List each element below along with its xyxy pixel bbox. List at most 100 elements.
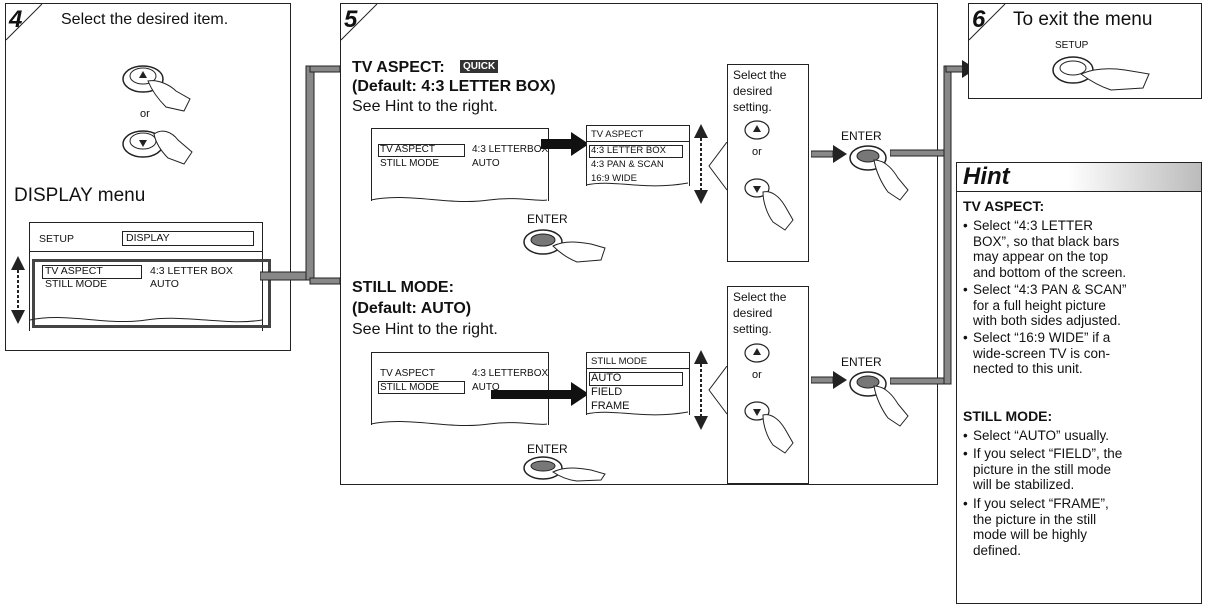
hint-line: Select “4:3 LETTER xyxy=(973,218,1126,234)
display-menu-label: DISPLAY menu xyxy=(14,185,145,207)
hint-still-mode-heading: STILL MODE: xyxy=(963,408,1052,424)
select-text-line: setting. xyxy=(733,100,772,114)
bracket-icon xyxy=(707,142,729,192)
enter-label: ENTER xyxy=(841,355,882,369)
bullet-icon: • xyxy=(963,282,968,298)
menu-row1-name: TV ASPECT xyxy=(380,143,435,156)
tv-aspect-heading: TV ASPECT: xyxy=(352,59,445,77)
menu-row1-name: TV ASPECT xyxy=(380,367,435,380)
hint-bullet-text: If you select “FIELD”, the picture in th… xyxy=(973,446,1122,493)
bullet-icon: • xyxy=(963,446,968,462)
hint-line: picture in the still mode xyxy=(973,462,1122,478)
hint-panel: Hint TV ASPECT: • Select “4:3 LETTER BOX… xyxy=(956,162,1202,604)
enter-label: ENTER xyxy=(841,129,882,143)
options-title: TV ASPECT xyxy=(591,128,643,141)
options-title: STILL MODE xyxy=(591,355,647,368)
hint-line: Select “AUTO” usually. xyxy=(973,428,1109,444)
bullet-icon: • xyxy=(963,218,968,234)
hint-line: will be stabilized. xyxy=(973,477,1122,493)
hint-line: wide-screen TV is con- xyxy=(973,346,1110,362)
hint-line: the picture in the still xyxy=(973,512,1109,528)
hint-line: for a full height picture xyxy=(973,298,1127,314)
hint-line: mode will be highly xyxy=(973,527,1109,543)
hint-line: may appear on the top xyxy=(973,249,1126,265)
up-down-buttons-icon xyxy=(741,116,801,256)
hint-line: BOX”, so that black bars xyxy=(973,234,1126,250)
option-item: 4:3 LETTER BOX xyxy=(591,144,666,157)
hint-line: and bottom of the screen. xyxy=(973,265,1126,281)
bullet-icon: • xyxy=(963,496,968,512)
tv-aspect-default: (Default: 4:3 LETTER BOX) xyxy=(352,78,556,96)
select-text-line: Select the xyxy=(733,290,786,304)
select-text-line: desired xyxy=(733,306,772,320)
or-label: or xyxy=(752,369,762,381)
tv-aspect-see-hint: See Hint to the right. xyxy=(352,98,498,116)
step-title: To exit the menu xyxy=(1013,9,1152,31)
hint-bullet-text: Select “AUTO” usually. xyxy=(973,428,1109,444)
step5-panel: 5 TV ASPECT: QUICK (Default: 4:3 LETTER … xyxy=(340,3,938,485)
right-arrow-icon xyxy=(491,382,591,406)
option-item: 4:3 PAN & SCAN xyxy=(591,158,664,171)
menu-divider xyxy=(30,251,262,252)
option-item: AUTO xyxy=(591,372,621,385)
still-mode-see-hint: See Hint to the right. xyxy=(352,321,498,339)
setup-label: SETUP xyxy=(1055,40,1088,51)
options-wavy-bottom xyxy=(584,177,690,193)
menu-wavy-bottom xyxy=(26,304,266,336)
menu-row2-name: STILL MODE xyxy=(380,381,439,394)
select-text-line: desired xyxy=(733,84,772,98)
select-text-line: setting. xyxy=(733,322,772,336)
options-divider xyxy=(587,368,689,369)
down-button-with-hand-icon xyxy=(118,122,208,182)
menu-row1-value: 4:3 LETTERBOX xyxy=(472,367,548,380)
hint-line: nected to this unit. xyxy=(973,361,1110,377)
enter-button-with-hand-icon xyxy=(521,454,611,482)
menu-tab-display-label: DISPLAY xyxy=(126,232,170,245)
up-down-buttons-icon xyxy=(741,339,801,479)
enter-label: ENTER xyxy=(527,212,568,226)
hint-line: with both sides adjusted. xyxy=(973,313,1127,329)
menu-wavy-bottom xyxy=(369,190,549,210)
step6-panel: 6 To exit the menu SETUP xyxy=(968,3,1202,99)
bracket-icon xyxy=(707,366,729,416)
quick-badge: QUICK xyxy=(460,60,498,73)
right-arrow-icon xyxy=(541,132,591,156)
menu-row1-value: 4:3 LETTERBOX xyxy=(472,143,548,156)
still-mode-heading: STILL MODE: xyxy=(352,279,454,297)
hint-line: If you select “FRAME”, xyxy=(973,496,1109,512)
hint-line: defined. xyxy=(973,543,1109,559)
bullet-icon: • xyxy=(963,330,968,346)
hint-line: Select “4:3 PAN & SCAN” xyxy=(973,282,1127,298)
step-title: Select the desired item. xyxy=(61,11,228,29)
hint-title-underline xyxy=(957,191,1201,192)
or-label: or xyxy=(140,108,150,120)
step-number: 4 xyxy=(9,6,22,34)
menu-row2-name: STILL MODE xyxy=(380,157,439,170)
hint-bullet-text: Select “16:9 WIDE” if a wide-screen TV i… xyxy=(973,330,1110,377)
still-mode-default: (Default: AUTO) xyxy=(352,300,471,318)
options-wavy-bottom xyxy=(584,406,690,422)
up-button-with-hand-icon xyxy=(118,59,208,119)
hint-tv-aspect-heading: TV ASPECT: xyxy=(963,198,1044,214)
setup-button-with-hand-icon xyxy=(1049,52,1159,94)
select-text-line: Select the xyxy=(733,68,786,82)
hint-bullet-text: Select “4:3 PAN & SCAN” for a full heigh… xyxy=(973,282,1127,329)
hint-line: Select “16:9 WIDE” if a xyxy=(973,330,1110,346)
right-arrow-icon xyxy=(811,142,851,166)
enter-button-with-hand-icon xyxy=(521,226,611,266)
hint-bullet-text: Select “4:3 LETTER BOX”, so that black b… xyxy=(973,218,1126,280)
or-label: or xyxy=(752,146,762,158)
menu-row2-value: AUTO xyxy=(472,157,500,170)
hint-bullet-text: If you select “FRAME”, the picture in th… xyxy=(973,496,1109,558)
option-item: FIELD xyxy=(591,386,622,399)
bullet-icon: • xyxy=(963,428,968,444)
right-arrow-icon xyxy=(811,368,851,392)
step4-panel: 4 Select the desired item. or DISPLAY me… xyxy=(5,3,291,351)
menu-tab-setup: SETUP xyxy=(39,233,74,246)
hint-title: Hint xyxy=(963,163,1010,191)
step-number: 6 xyxy=(972,6,985,34)
menu-wavy-bottom xyxy=(369,414,549,434)
hint-line: If you select “FIELD”, the xyxy=(973,446,1122,462)
step-number: 5 xyxy=(344,6,357,34)
up-down-arrow-icon xyxy=(10,256,26,324)
